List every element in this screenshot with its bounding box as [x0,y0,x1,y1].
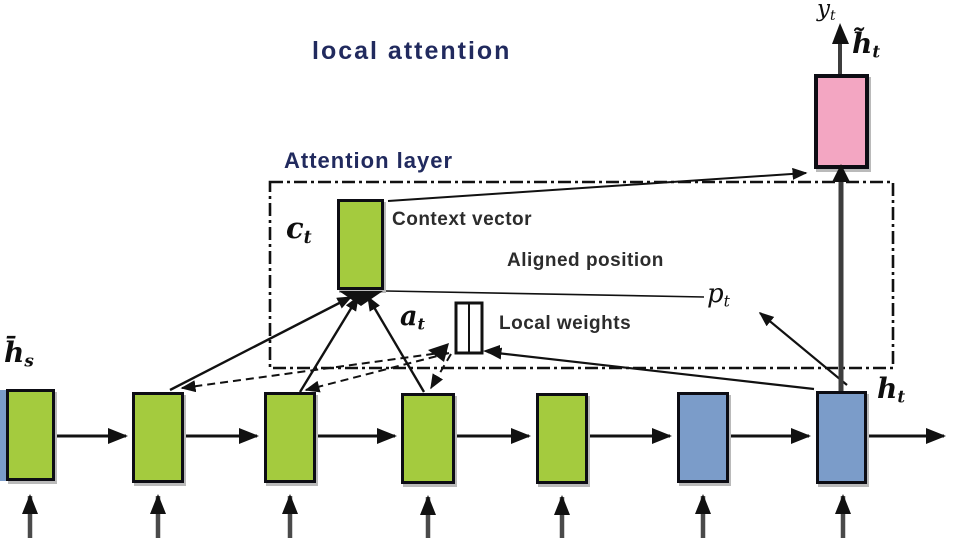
local-weights-label: Local weights [499,313,632,334]
aligned-position-line [385,290,705,298]
source-state-box-1 [6,389,55,481]
fan-line-1 [169,295,353,392]
weight-dash-3 [430,353,452,390]
context-vector-box [337,199,384,290]
pt-symbol: pt [707,279,730,311]
local-weights-bar [428,301,500,362]
ht-to-pt-arrow [758,312,848,386]
source-state-box-1-blue-edge [0,390,10,481]
thin-lines [169,167,848,393]
ht-to-weights-line [486,347,815,391]
ct-symbol: ct [286,211,312,248]
weight-dash-2 [304,352,450,393]
htilde-symbol: h̃t [852,27,881,62]
target-state-box-2-ht [816,391,867,484]
input-arrows [22,494,851,538]
attentional-hidden-box [814,74,869,169]
source-state-box-4 [401,393,455,484]
attention-layer-label: Attention layer [284,148,454,173]
target-state-box-1 [677,392,729,483]
context-vector-label: Context vector [392,209,533,230]
source-state-box-2 [132,392,184,483]
fan-line-2 [298,295,360,393]
yt-symbol: yt [817,0,836,24]
diagram-title: local attention [312,37,512,65]
ht-symbol: ht [877,372,906,407]
ct-fan-blob [339,291,383,306]
weight-dash-1 [180,351,448,393]
at-symbol: at [400,301,425,334]
source-state-box-5 [536,393,588,484]
source-state-box-3 [264,392,316,483]
ct-to-htilde-line [387,167,808,202]
aligned-position-label: Aligned position [507,250,664,271]
hs-symbol: h̄s [4,336,34,371]
